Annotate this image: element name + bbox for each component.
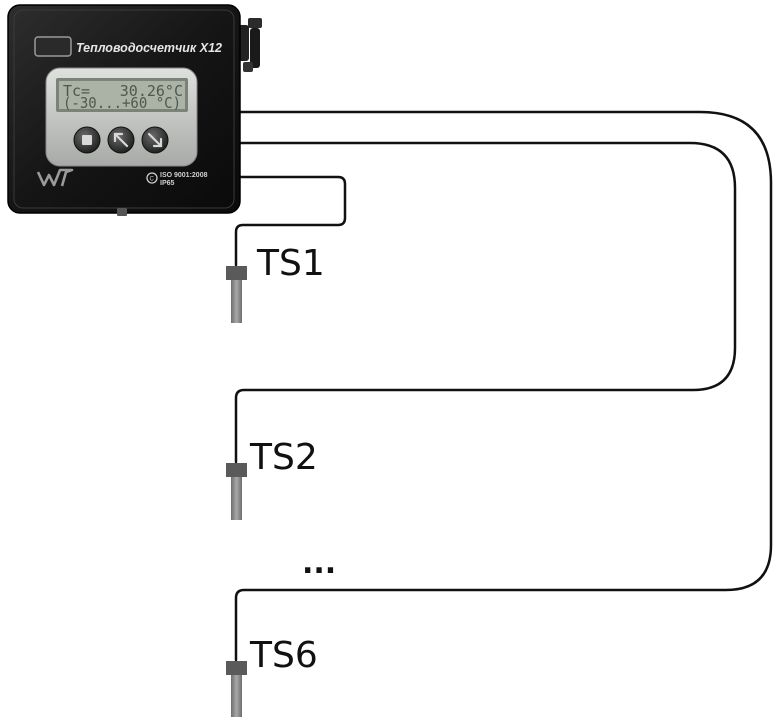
sensor-label-ts2: TS2 <box>249 437 318 478</box>
sensor-ts1: TS1 <box>226 243 325 323</box>
wt-logo-icon <box>36 168 74 187</box>
cable-ts6 <box>234 110 773 662</box>
probe-rod <box>231 280 242 323</box>
ellipsis-more-sensors: ... <box>302 546 336 581</box>
lcd-line2: (-30...+60 °C) <box>63 94 181 112</box>
sensor-label-ts6: TS6 <box>249 635 318 676</box>
sensor-ts2: TS2 <box>226 437 318 520</box>
lcd-display: Tc= 30.26°C (-30...+60 °C) <box>56 78 188 112</box>
svg-text:C: C <box>150 177 155 183</box>
sensor-label-ts1: TS1 <box>256 243 325 284</box>
probe-collar <box>226 661 247 675</box>
lcd-line1-label: Tc= <box>63 82 90 100</box>
up-arrow-button[interactable] <box>107 126 135 154</box>
down-arrow-button[interactable] <box>141 126 169 154</box>
enter-button[interactable] <box>73 126 101 154</box>
cables <box>234 110 773 662</box>
probe-rod <box>231 675 242 717</box>
heat-meter-device: Тепловодосчетчик X12 Tc= 30.26°C (-30...… <box>7 4 262 216</box>
probe-collar <box>226 266 247 280</box>
sensor-ts6: TS6 <box>226 635 318 717</box>
certification-icon <box>146 172 158 184</box>
probe-collar <box>226 463 247 477</box>
iso-standard: ISO 9001:2008 <box>160 172 208 179</box>
arrow-up-left-icon <box>113 132 129 148</box>
probe-rod <box>231 477 242 520</box>
square-icon <box>82 135 92 145</box>
cable-ts2 <box>234 141 737 464</box>
arrow-down-right-icon <box>147 132 163 148</box>
certification-mark: C ISO 9001:2008 IP65 <box>146 172 208 187</box>
cable-ts1 <box>234 175 347 267</box>
lcd-line1-value: 30.26°C <box>120 82 183 100</box>
device-title: Тепловодосчетчик X12 <box>76 41 222 55</box>
indicator-window <box>34 36 72 57</box>
ip-rating: IP65 <box>160 180 175 187</box>
